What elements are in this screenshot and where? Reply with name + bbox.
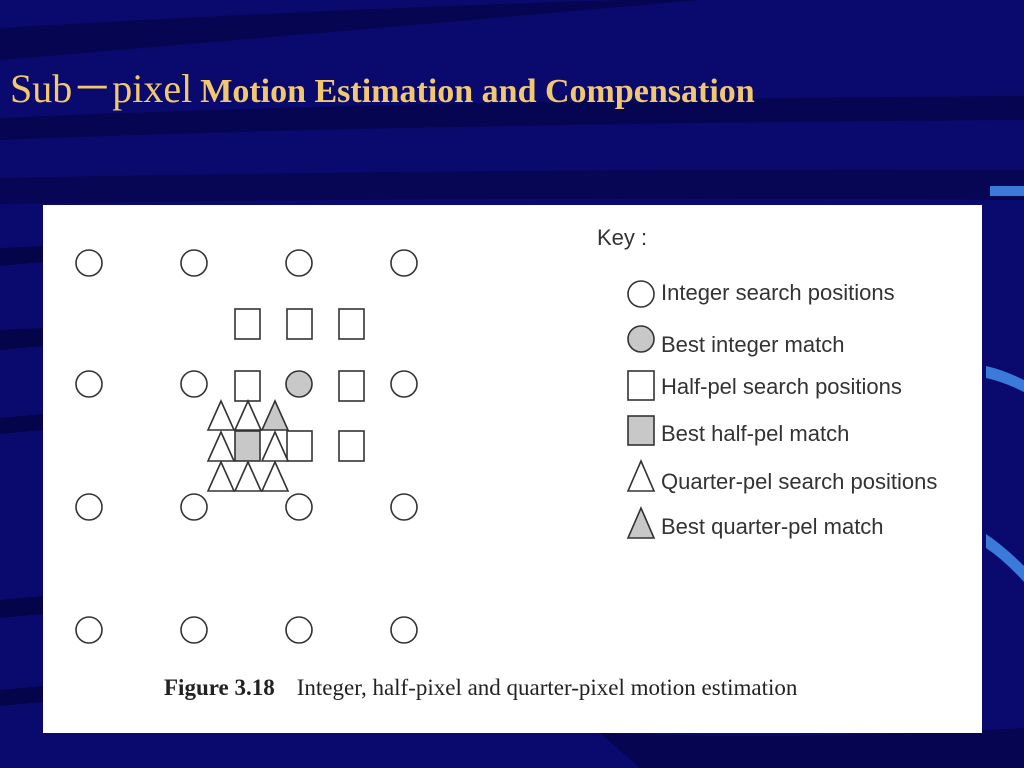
quarter-pel-position-triangle [206,399,236,431]
circle-icon [627,280,655,308]
quarter-pel-position-triangle [260,460,290,492]
slide-title: Sub－pixel Motion Estimation and Compensa… [10,56,755,114]
figure-caption-text: Integer, half-pixel and quarter-pixel mo… [296,675,798,700]
best-half-pel-match-square [234,430,261,462]
background-highlight [986,534,1024,582]
key-label-integer: Integer search positions [661,280,895,305]
quarter-pel-position-triangle [206,460,236,492]
filled-triangle-icon [626,505,656,539]
integer-position-circle [75,370,103,398]
half-pel-position-square [338,308,365,340]
integer-position-circle [390,249,418,277]
filled-circle-icon [627,325,655,353]
best-integer-match-circle [285,370,313,398]
integer-position-circle [285,493,313,521]
filled-square-icon [627,415,655,446]
background-band [0,596,43,618]
figure-caption: Figure 3.18 Integer, half-pixel and quart… [164,675,797,701]
half-pel-position-square [286,430,313,462]
key-label-quarter-pel: Quarter-pel search positions [661,469,938,494]
quarter-pel-position-triangle [233,460,263,492]
background-band [0,169,1024,204]
integer-position-circle [285,616,313,644]
integer-position-circle [180,493,208,521]
key-label-best-half-pel: Best half-pel match [661,421,850,446]
background-band [0,0,700,60]
half-pel-position-square [286,308,313,340]
integer-position-circle [75,249,103,277]
title-rest: Motion Estimation and Compensation [200,73,755,110]
integer-position-circle [180,370,208,398]
background-band [0,246,43,266]
search-grid-diagram [75,249,656,644]
figure-number: Figure 3.18 [164,675,275,700]
half-pel-position-square [338,370,365,402]
half-pel-position-square [234,308,261,340]
key-label-best-integer: Best integer match [661,332,845,357]
best-quarter-pel-match-triangle [260,399,290,431]
title-prefix: Sub－pixel [10,66,193,111]
integer-position-circle [390,370,418,398]
square-icon [627,370,655,401]
integer-position-circle [285,249,313,277]
background-band [0,328,43,350]
integer-position-circle [390,616,418,644]
triangle-icon [626,458,656,492]
quarter-pel-position-triangle [260,430,290,462]
background-highlight [990,186,1024,196]
background-band [0,686,43,706]
background-band [600,728,1024,768]
half-pel-position-square [234,370,261,402]
quarter-pel-position-triangle [233,399,263,431]
key-label-best-quarter-pel: Best quarter-pel match [661,514,884,539]
background-highlight [986,366,1024,392]
key-label-half-pel: Half-pel search positions [661,374,902,399]
integer-position-circle [180,616,208,644]
integer-position-circle [180,249,208,277]
key-title: Key : [597,225,648,250]
integer-position-circle [75,493,103,521]
background-band [0,96,1024,140]
figure-panel: Key : Integer search positions Best inte… [43,205,982,733]
integer-position-circle [390,493,418,521]
quarter-pel-position-triangle [206,430,236,462]
background-band [0,414,43,434]
integer-position-circle [75,616,103,644]
half-pel-position-square [338,430,365,462]
